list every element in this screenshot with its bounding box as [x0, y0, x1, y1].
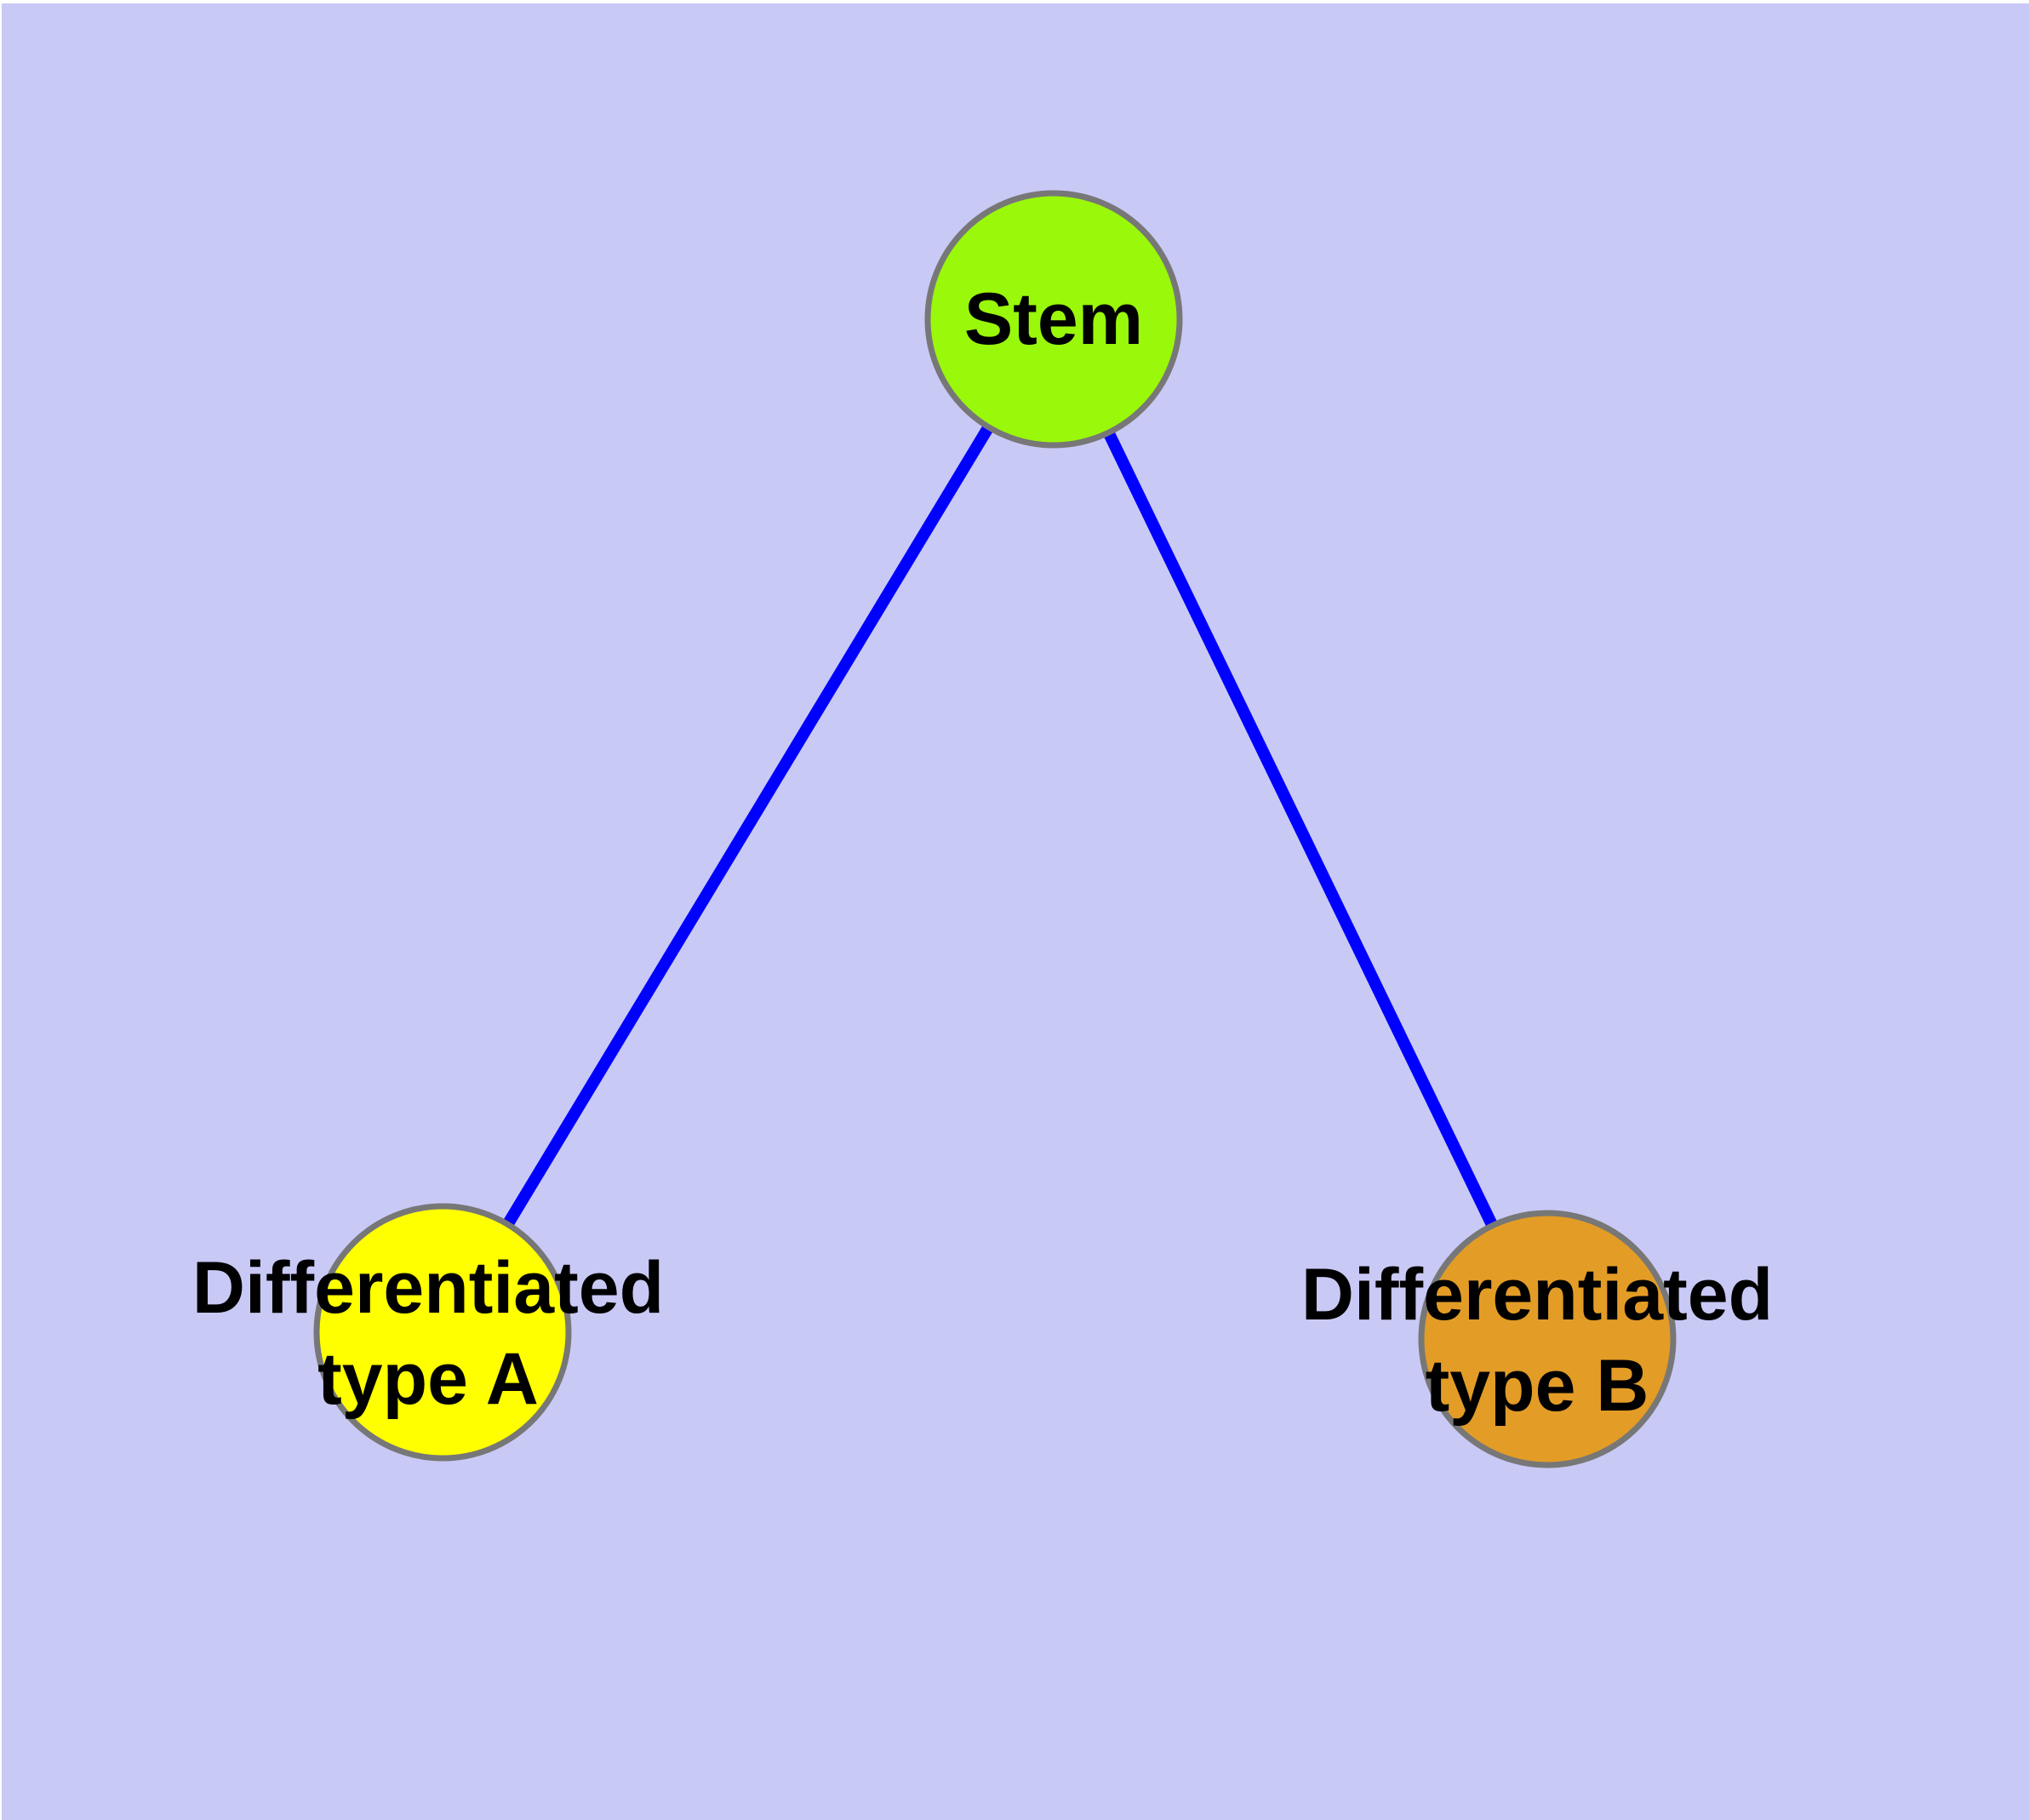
node-type-a-label-line1: Differentiated	[192, 1247, 664, 1329]
node-stem	[924, 190, 1183, 449]
node-differentiated-type-b	[1418, 1210, 1677, 1468]
edge-stem-to-type-a	[437, 316, 1059, 1336]
node-differentiated-type-a	[313, 1203, 572, 1462]
node-type-a-label-line2: type A	[317, 1338, 539, 1420]
node-type-b-label-line2: type B	[1426, 1345, 1649, 1427]
node-type-b-label-line1: Differentiated	[1301, 1254, 1773, 1336]
node-stem-label: Stem	[964, 278, 1143, 360]
edge-stem-to-type-b	[1048, 316, 1553, 1342]
